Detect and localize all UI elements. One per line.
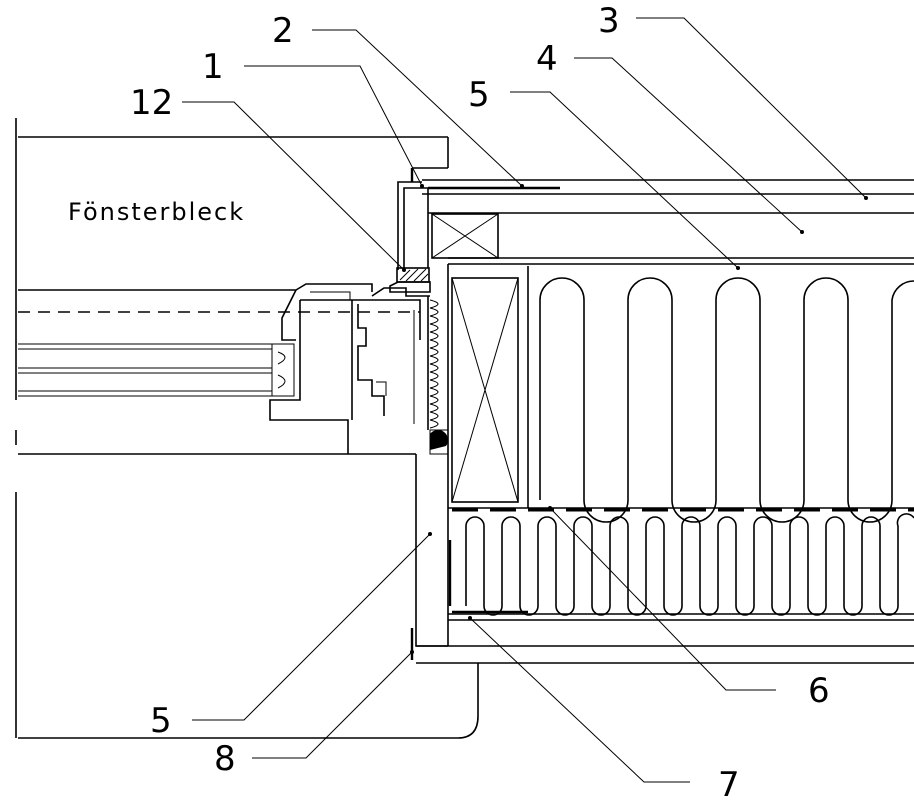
callout-5-top: 5 xyxy=(468,75,490,115)
callout-8: 8 xyxy=(214,739,236,779)
insulation-layer-lower xyxy=(465,513,914,616)
leader-7 xyxy=(469,617,690,783)
component-label-fonsterbleck: Fönsterbleck xyxy=(68,198,245,226)
window-frame-profile xyxy=(269,287,448,647)
sill-flashing xyxy=(389,167,448,293)
callout-12: 12 xyxy=(130,83,173,123)
compression-seal-strip xyxy=(427,264,449,455)
callout-6: 6 xyxy=(808,671,830,711)
leader-dots xyxy=(402,184,868,654)
leader-lines xyxy=(182,17,867,783)
callout-3: 3 xyxy=(598,1,620,41)
leader-8 xyxy=(252,651,413,759)
leader-12 xyxy=(182,101,405,271)
leader-1 xyxy=(244,65,423,187)
callout-7: 7 xyxy=(718,765,740,800)
wall-layers xyxy=(410,179,914,664)
callout-4: 4 xyxy=(536,39,558,79)
leader-5-bottom xyxy=(192,533,431,721)
leader-6 xyxy=(549,507,776,691)
callout-1: 1 xyxy=(202,47,224,87)
callout-5-bottom: 5 xyxy=(150,701,172,741)
glazing-unit xyxy=(18,311,420,397)
leader-2 xyxy=(312,29,523,187)
leader-3 xyxy=(636,17,867,199)
leader-5-top xyxy=(510,91,739,269)
callout-2: 2 xyxy=(272,11,294,51)
insulation-layer-upper xyxy=(539,277,914,523)
window-sill-outline xyxy=(15,118,479,739)
leader-4 xyxy=(574,57,803,233)
timber-studs xyxy=(431,213,529,508)
